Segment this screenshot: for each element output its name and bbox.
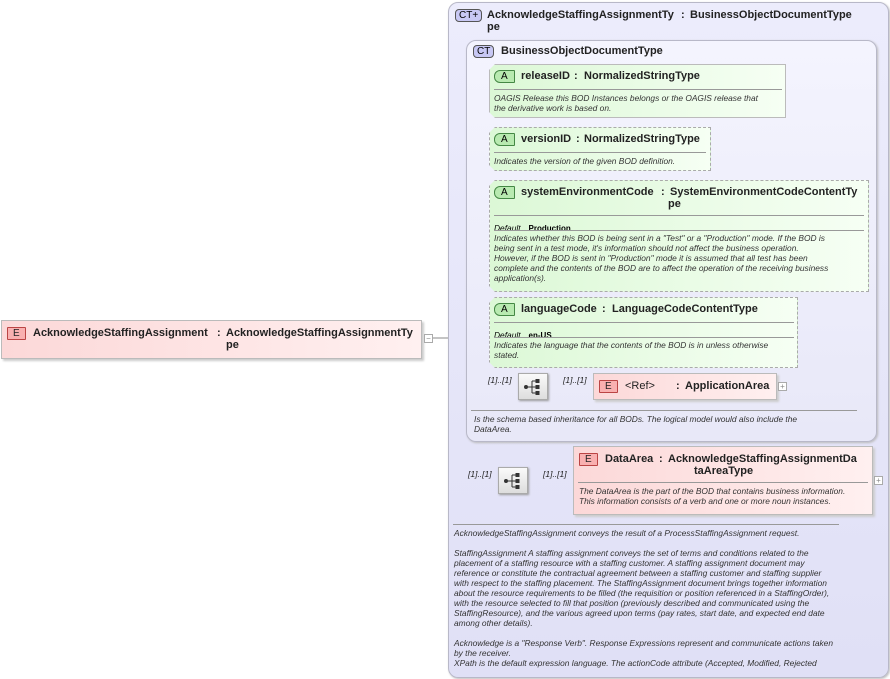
complex-type-description: AcknowledgeStaffingAssignment conveys th…	[454, 528, 833, 668]
attribute-name: languageCode	[521, 303, 597, 315]
attribute-type: LanguageCodeContentType	[612, 303, 758, 315]
root-element-type: AcknowledgeStaffingAssignmentTy	[226, 327, 413, 339]
attribute-type: SystemEnvironmentCodeContentTy	[670, 186, 858, 198]
cardinality-label: [1]..[1]	[543, 469, 567, 479]
separator: :	[676, 380, 680, 392]
attribute-type: NormalizedStringType	[584, 70, 700, 82]
separator: :	[576, 133, 580, 145]
complex-type-badge: CT+	[455, 9, 483, 22]
complex-type-name-cont: pe	[487, 21, 500, 33]
cardinality-label: [1]..[1]	[468, 469, 492, 479]
attribute-name: releaseID	[521, 70, 570, 82]
base-type-badge: CT	[473, 45, 495, 58]
element-application-area[interactable]: E <Ref> : ApplicationArea	[593, 373, 777, 400]
element-name: DataArea	[605, 453, 654, 465]
attribute-name: versionID	[521, 133, 572, 145]
separator: :	[574, 70, 578, 82]
separator: :	[659, 453, 663, 465]
divider	[494, 215, 864, 216]
attribute-badge: A	[494, 70, 515, 83]
expand-toggle[interactable]: +	[778, 382, 787, 391]
separator: :	[602, 303, 606, 315]
element-data-area[interactable]: E DataArea : AcknowledgeStaffingAssignme…	[573, 446, 873, 515]
root-element-type-cont: pe	[226, 339, 239, 351]
expand-toggle[interactable]: +	[874, 476, 883, 485]
element-badge: E	[599, 380, 618, 393]
attribute-releaseID[interactable]: A releaseID : NormalizedStringType OAGIS…	[489, 64, 786, 118]
attribute-badge: A	[494, 186, 515, 199]
separator: :	[661, 186, 665, 198]
complex-type-base: BusinessObjectDocumentType	[690, 9, 852, 21]
element-ref: <Ref>	[625, 380, 655, 392]
divider	[578, 482, 868, 483]
attribute-description: Indicates whether this BOD is being sent…	[494, 233, 829, 283]
divider	[471, 410, 857, 411]
separator: :	[217, 327, 221, 339]
divider	[494, 322, 794, 323]
element-type: AcknowledgeStaffingAssignmentDa	[668, 453, 857, 465]
divider	[494, 337, 794, 338]
attribute-versionID[interactable]: A versionID : NormalizedStringType Indic…	[489, 127, 711, 171]
element-type: ApplicationArea	[685, 380, 770, 392]
sequence-icon[interactable]	[518, 373, 548, 400]
attribute-description: OAGIS Release this BOD Instances belongs…	[494, 93, 758, 113]
complex-type-name: AcknowledgeStaffingAssignmentTy	[487, 9, 674, 21]
attribute-type: NormalizedStringType	[584, 133, 700, 145]
element-badge: E	[579, 453, 598, 466]
cardinality-label: [1]..[1]	[563, 375, 587, 385]
separator: :	[681, 9, 685, 21]
root-element-name: AcknowledgeStaffingAssignment	[33, 327, 208, 339]
attribute-badge: A	[494, 133, 515, 146]
element-type-cont: taAreaType	[694, 465, 754, 477]
attribute-badge: A	[494, 303, 515, 316]
base-type-name: BusinessObjectDocumentType	[501, 45, 663, 57]
divider	[494, 152, 706, 153]
attribute-type-cont: pe	[668, 198, 681, 210]
divider	[494, 89, 782, 90]
base-type-description: Is the schema based inheritance for all …	[474, 414, 798, 434]
collapse-toggle[interactable]: −	[424, 334, 433, 343]
cardinality-label: [1]..[1]	[488, 375, 512, 385]
element-badge: E	[7, 327, 26, 340]
attribute-name: systemEnvironmentCode	[521, 186, 654, 198]
attribute-description: Indicates the language that the contents…	[494, 340, 769, 360]
root-element-box[interactable]: E AcknowledgeStaffingAssignment : Acknow…	[1, 320, 422, 359]
attribute-languageCode[interactable]: A languageCode : LanguageCodeContentType…	[489, 297, 798, 368]
divider	[453, 524, 839, 525]
sequence-icon[interactable]	[498, 467, 528, 494]
element-description: The DataArea is the part of the BOD that…	[579, 486, 846, 506]
attribute-systemEnvironmentCode[interactable]: A systemEnvironmentCode : SystemEnvironm…	[489, 180, 869, 292]
divider	[494, 230, 864, 231]
attribute-description: Indicates the version of the given BOD d…	[494, 156, 676, 166]
